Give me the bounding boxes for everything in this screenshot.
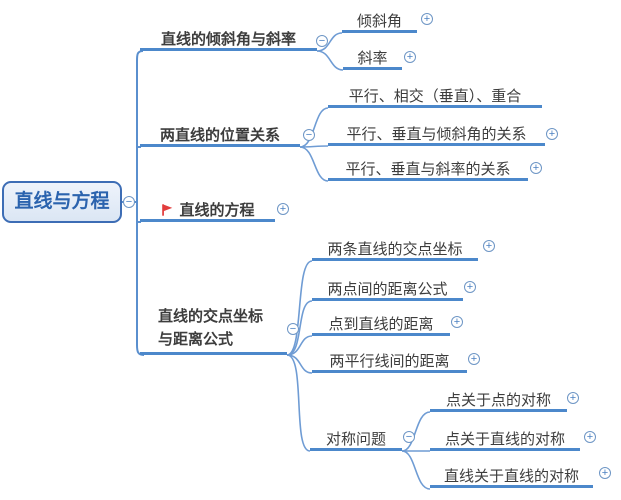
node-symmetry-problems[interactable]: 对称问题 [310, 429, 402, 451]
node-point-point-symmetry[interactable]: 点关于点的对称 [430, 390, 567, 412]
node-slope[interactable]: 斜率 [343, 48, 402, 70]
node-two-lines-intersection-point[interactable]: 两条直线的交点坐标 [312, 239, 478, 261]
node-two-points-distance[interactable]: 两点间的距离公式 [312, 279, 463, 301]
expand-badge[interactable]: + [404, 51, 416, 63]
expand-badge[interactable]: + [451, 316, 463, 328]
node-label-line1: 直线的交点坐标 [158, 308, 264, 325]
expand-badge[interactable]: + [546, 128, 558, 140]
expand-badge[interactable]: + [421, 13, 433, 25]
red-flag-icon [160, 201, 174, 224]
collapse-badge[interactable]: − [316, 35, 328, 47]
node-two-lines-position[interactable]: 两直线的位置关系 [140, 124, 300, 147]
expand-badge[interactable]: + [468, 353, 480, 365]
node-point-line-symmetry[interactable]: 点关于直线的对称 [430, 429, 580, 451]
expand-badge[interactable]: + [567, 392, 579, 404]
node-inclination-angle[interactable]: 倾斜角 [342, 11, 417, 33]
node-line-equation[interactable]: 直线的方程 [140, 199, 275, 222]
collapse-badge[interactable]: − [303, 129, 315, 141]
node-parallel-perpendicular-inclination[interactable]: 平行、垂直与倾斜角的关系 [328, 124, 545, 146]
node-parallel-intersect-coincide[interactable]: 平行、相交（垂直）、重合 [328, 86, 542, 108]
expand-badge[interactable]: + [464, 281, 476, 293]
expand-badge[interactable]: + [483, 240, 495, 252]
node-label-line2: 与距离公式 [158, 331, 234, 348]
root-node[interactable]: 直线与方程 [2, 181, 122, 223]
collapse-badge[interactable]: − [123, 196, 135, 208]
node-slope-and-inclination[interactable]: 直线的倾斜角与斜率 [140, 28, 317, 51]
node-parallel-perpendicular-slope[interactable]: 平行、垂直与斜率的关系 [328, 159, 528, 181]
node-intersection-distance[interactable]: 直线的交点坐标 与距离公式 [140, 305, 287, 355]
expand-badge[interactable]: + [277, 203, 289, 215]
expand-badge[interactable]: + [530, 162, 542, 174]
expand-badge[interactable]: + [599, 467, 611, 479]
collapse-badge[interactable]: − [287, 323, 299, 335]
expand-badge[interactable]: + [584, 431, 596, 443]
node-line-line-symmetry[interactable]: 直线关于直线的对称 [430, 466, 593, 488]
collapse-badge[interactable]: − [403, 431, 415, 443]
node-label: 直线的方程 [179, 202, 255, 219]
node-point-line-distance[interactable]: 点到直线的距离 [312, 314, 450, 336]
node-parallel-lines-distance[interactable]: 两平行线间的距离 [312, 351, 467, 373]
